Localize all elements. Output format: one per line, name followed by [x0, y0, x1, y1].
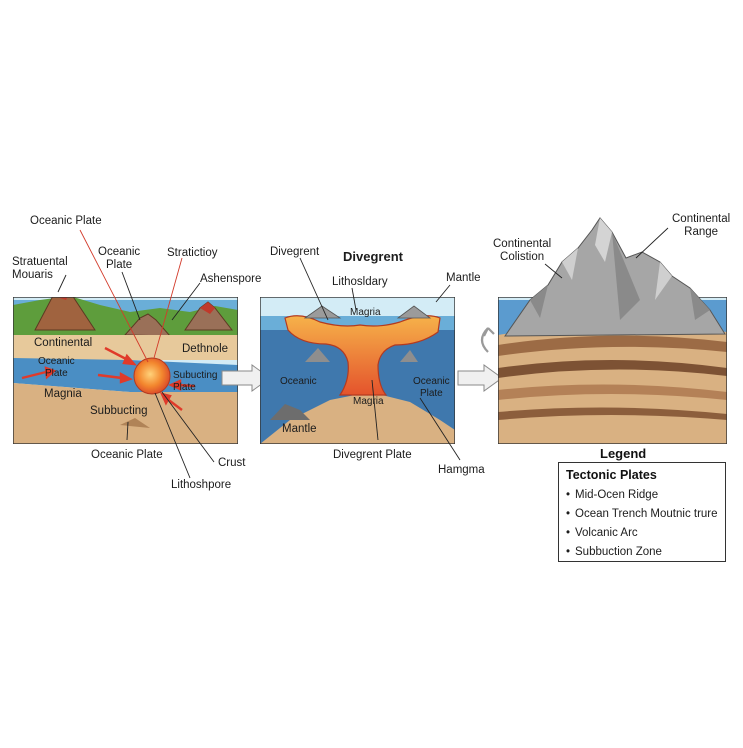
- label-oceanic-plate-inner: Oceanic Plate: [38, 356, 75, 379]
- label-continental: Continental: [34, 337, 93, 349]
- panel2-divergent-block: [260, 297, 455, 444]
- arrow-2-to-3: [457, 364, 503, 392]
- label-subucting-plate: Subucting Plate: [173, 370, 218, 393]
- legend-heading: Tectonic Plates: [566, 468, 657, 482]
- label-magria-bottom: Magria: [353, 396, 384, 407]
- label-hamgma: Hamgma: [438, 464, 485, 476]
- label-continental-range: Continental Range: [672, 213, 731, 239]
- label-ashenspore: Ashenspore: [200, 273, 262, 285]
- legend-item: Mid-Ocen Ridge: [566, 486, 725, 505]
- panel2-leader-lines: [299, 257, 461, 461]
- label-magnia: Magnia: [44, 388, 82, 400]
- label-oceanic-plate-mid: Oceanic Plate: [98, 246, 141, 272]
- label-oceanic-plate-right: Oceanic Plate: [413, 376, 450, 399]
- label-continental-colistion: Continental Colistion: [493, 238, 552, 264]
- mountain-range: [504, 217, 726, 337]
- label-stratuental-mouaris: Stratuental Mouaris: [12, 256, 68, 282]
- label-divegrent: Divegrent: [270, 246, 320, 258]
- label-mantle-top: Mantle: [446, 272, 481, 284]
- curved-arrow: [480, 327, 495, 353]
- label-magria-top: Magria: [350, 307, 381, 318]
- legend-title: Legend: [600, 446, 647, 461]
- rift-magma: [284, 315, 441, 396]
- panel3-leader-lines: [544, 227, 669, 279]
- legend-box: Tectonic Plates Mid-Ocen Ridge Ocean Tre…: [558, 462, 726, 562]
- label-oceanic-left: Oceanic: [280, 376, 317, 387]
- legend-item: Ocean Trench Moutnic trure: [566, 505, 725, 524]
- label-subbucting: Subbucting: [90, 405, 148, 417]
- label-oceanic-plate-top: Oceanic Plate: [30, 215, 102, 227]
- label-crust: Crust: [218, 457, 246, 469]
- label-mantle-bottom: Mantle: [282, 423, 317, 435]
- label-divegrent-plate: Divegrent Plate: [333, 449, 412, 461]
- label-lithoshpore: Lithoshpore: [171, 479, 232, 491]
- magma-chamber: [133, 357, 171, 395]
- label-lithosldary: Lithosldary: [332, 276, 388, 288]
- panel1-leader-lines: [57, 229, 215, 479]
- panel2-title: Divegrent: [343, 249, 403, 264]
- legend-item: Volcanic Arc: [566, 524, 725, 543]
- legend-item: Subbuction Zone: [566, 543, 725, 562]
- panel1-subduction-block: [13, 297, 238, 444]
- label-oceanic-plate-bottom: Oceanic Plate: [91, 449, 163, 461]
- label-dethnole: Dethnole: [182, 343, 229, 355]
- volcano-left: [34, 297, 96, 331]
- label-stratictioy: Stratictioy: [167, 247, 218, 259]
